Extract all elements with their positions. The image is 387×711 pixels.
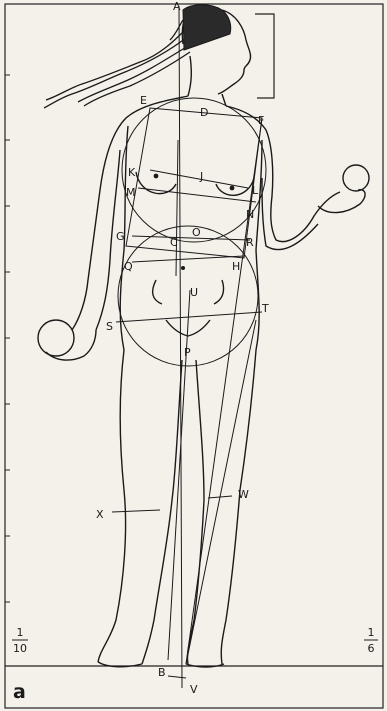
label-D: D [200,106,208,119]
hair-mass [183,5,231,50]
ratio-left-denominator: 10 [13,642,27,655]
outer-border [5,4,383,708]
line-DC [176,140,178,276]
label-X: X [96,508,104,521]
ratio-right: 1 6 [364,626,378,655]
label-T: T [261,302,269,315]
label-C: C [170,236,178,249]
label-U: U [190,286,198,299]
label-E: E [140,94,147,107]
label-L: L [252,184,259,197]
ratio-right-denominator: 6 [368,642,375,655]
line-QH [132,256,244,262]
label-F: F [258,114,264,127]
left-scale-ticks [5,75,10,602]
label-O: O [192,226,201,239]
vertical-axis-AB [179,6,182,688]
right-ball [343,165,369,191]
head-bracket [255,14,274,98]
frame [5,4,383,708]
hair [44,8,196,108]
label-G: G [116,230,125,243]
pointer-X [112,510,160,512]
ratio-left-numerator: 1 [17,626,24,639]
label-B: B [158,666,166,679]
label-R: R [246,236,254,249]
point-labels: A E D F K J L M N G C O R Q H U S T P X … [96,0,269,696]
label-K: K [128,166,136,179]
label-S: S [106,320,113,333]
left-ball [38,320,74,356]
label-Q: Q [124,260,133,273]
label-P: P [184,346,191,359]
pointer-B [168,676,186,678]
neck-back [188,56,191,96]
panel-label: a [13,681,26,703]
chest-circle [122,98,266,242]
label-H: H [232,260,240,273]
ratio-left: 1 10 [12,626,28,655]
label-J: J [199,170,203,183]
label-M: M [126,186,136,199]
line-F-diagonal [186,118,262,664]
label-V: V [190,683,198,696]
label-N: N [246,208,254,221]
label-A: A [173,0,181,13]
line-KL [150,170,248,188]
label-W: W [238,488,249,501]
ratio-right-numerator: 1 [368,626,375,639]
